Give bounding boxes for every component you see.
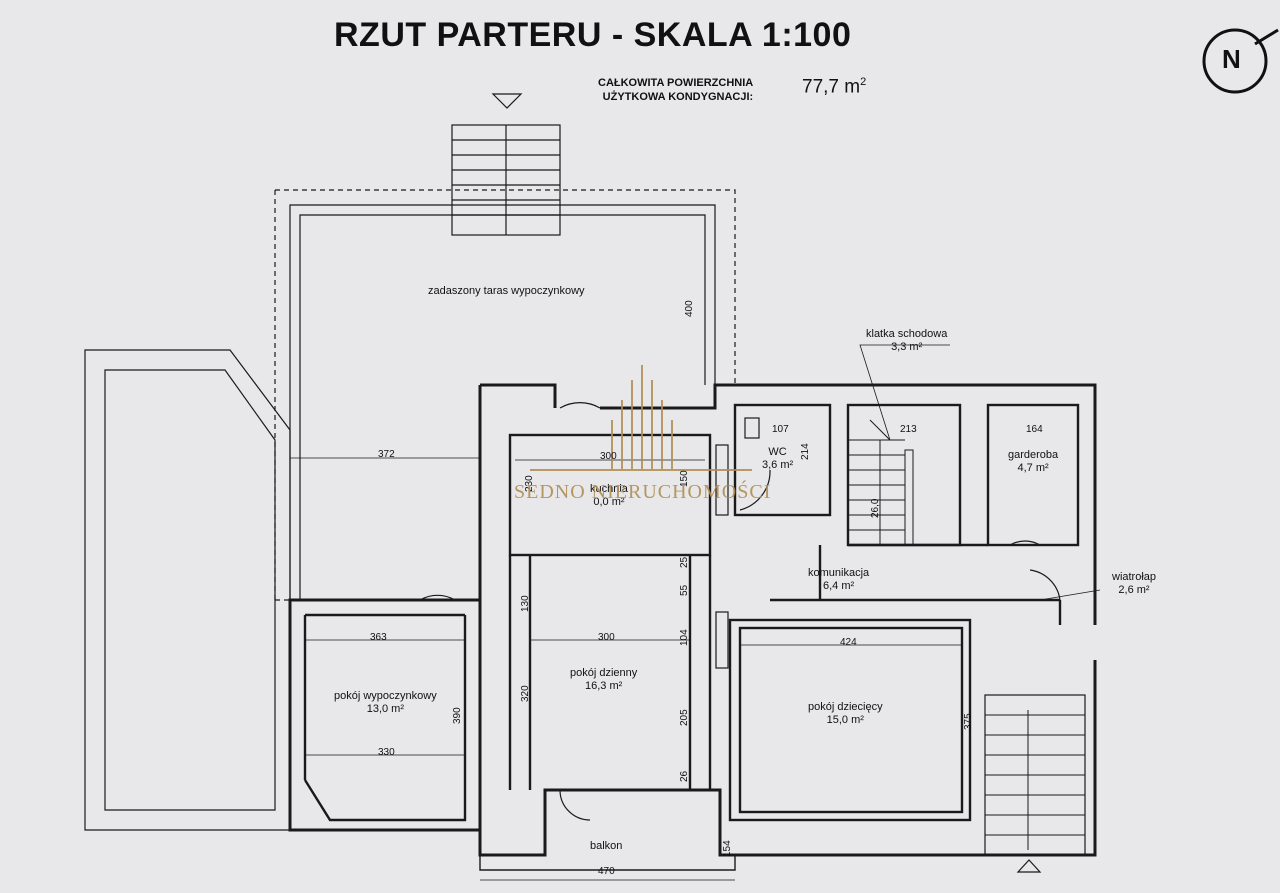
hall-name: komunikacja [808,567,870,579]
entry-arrow [491,93,523,109]
kids-room-area: 15,0 m² [826,714,864,726]
dim-kids-room-width: 424 [840,637,857,648]
dim-day-room-sub5: 26 [679,770,690,782]
balcony-outline [479,855,736,871]
watermark-text: SEDNO NIERUCHOMOŚCI [514,481,772,503]
dim-rest-room-top: 363 [370,632,387,643]
balcony-label: balkon [590,840,623,852]
dim-wc-width: 107 [772,424,789,435]
north-letter: N [1222,44,1241,74]
page-title: RZUT PARTERU - SKALA 1:100 [334,16,852,54]
rest-room-name: pokój wypoczynkowy [334,690,437,702]
rest-room-label: pokój wypoczynkowy 13,0 m² [334,690,437,716]
area-value: 77,7 m2 [802,76,866,98]
wardrobe-label: garderoba 4,7 m² [1008,449,1058,475]
vestibule-area: 2,6 m² [1118,584,1150,596]
stairwell-area: 3,3 m² [891,341,923,353]
vestibule-name: wiatrołap [1112,571,1157,583]
day-room-area: 16,3 m² [584,680,623,692]
dim-balcony-depth: 154 [722,840,733,857]
garden-outline [84,349,291,831]
compass-circle [1202,28,1268,94]
kitchen-walls [508,433,712,557]
dim-day-room-sub1: 25 [679,556,690,568]
watermark-logo [530,365,752,471]
dim-day-room-height: 320 [520,685,531,702]
terrace-outline [275,189,736,385]
wardrobe-walls [986,403,1080,547]
wardrobe-area: 4,7 m² [1017,462,1049,474]
vestibule-label: wiatrołap 2,6 m² [1112,571,1156,597]
area-label-line2: UŻYTKOWA KONDYGNACJI: [602,91,754,103]
stairwell-name: klatka schodowa [866,328,948,340]
kitchen-label: kuchnia 0,0 m² [590,483,628,509]
stairwell-label: klatka schodowa 3,3 m² [866,328,947,354]
hall-area: 6,4 m² [822,580,855,592]
wc-walls [733,403,832,517]
dim-day-room-sub3: 104 [679,629,690,646]
dim-rest-room-bottom: 330 [378,747,395,758]
rest-room-area: 13,0 m² [366,703,404,715]
dim-balcony-width: 470 [598,866,615,877]
dim-terrace-width: 372 [378,449,395,460]
dim-day-room-width: 300 [598,632,615,643]
dim-rest-room-height: 390 [452,707,463,724]
kids-room-walls [728,618,972,822]
wc-label: WC 3,6 m² [762,446,793,472]
kitchen-name: kuchnia [590,483,628,495]
dim-kids-room-height: 375 [963,713,974,730]
dim-wc-height: 214 [800,443,811,460]
dim-stair-width: 213 [900,424,917,435]
terrace-door-swing [559,402,601,409]
kitchen-area: 0,0 m² [593,496,625,508]
dim-day-room-sub2: 55 [679,584,690,596]
dim-wardrobe-width: 164 [1026,424,1043,435]
area-value-unit: 2 [860,76,867,88]
terrace-rail [289,204,716,600]
kids-room-name: pokój dziecięcy [808,701,883,713]
dim-day-room-sub4: 205 [679,709,690,726]
kids-room-label: pokój dziecięcy 15,0 m² [808,701,883,727]
area-label: CAŁKOWITA POWIERZCHNIA UŻYTKOWA KONDYGNA… [598,76,753,104]
day-room-label: pokój dzienny 16,3 m² [570,667,637,693]
day-room-name: pokój dzienny [570,667,638,679]
dim-day-room-side: 130 [520,595,531,612]
dim-terrace-height: 400 [684,300,695,317]
exit-arrow [1016,859,1042,873]
area-label-line1: CAŁKOWITA POWIERZCHNIA [598,77,754,89]
wc-area: 3,6 m² [762,459,794,471]
dim-stair-run: 26,0 [870,498,881,518]
dim-kitchen-width: 300 [600,451,617,462]
area-value-number: 77,7 m [802,76,861,98]
wc-name: WC [768,446,787,458]
hall-label: komunikacja 6,4 m² [808,567,869,593]
terrace-label: zadaszony taras wypoczynkowy [428,285,585,297]
wardrobe-name: garderoba [1008,449,1059,461]
